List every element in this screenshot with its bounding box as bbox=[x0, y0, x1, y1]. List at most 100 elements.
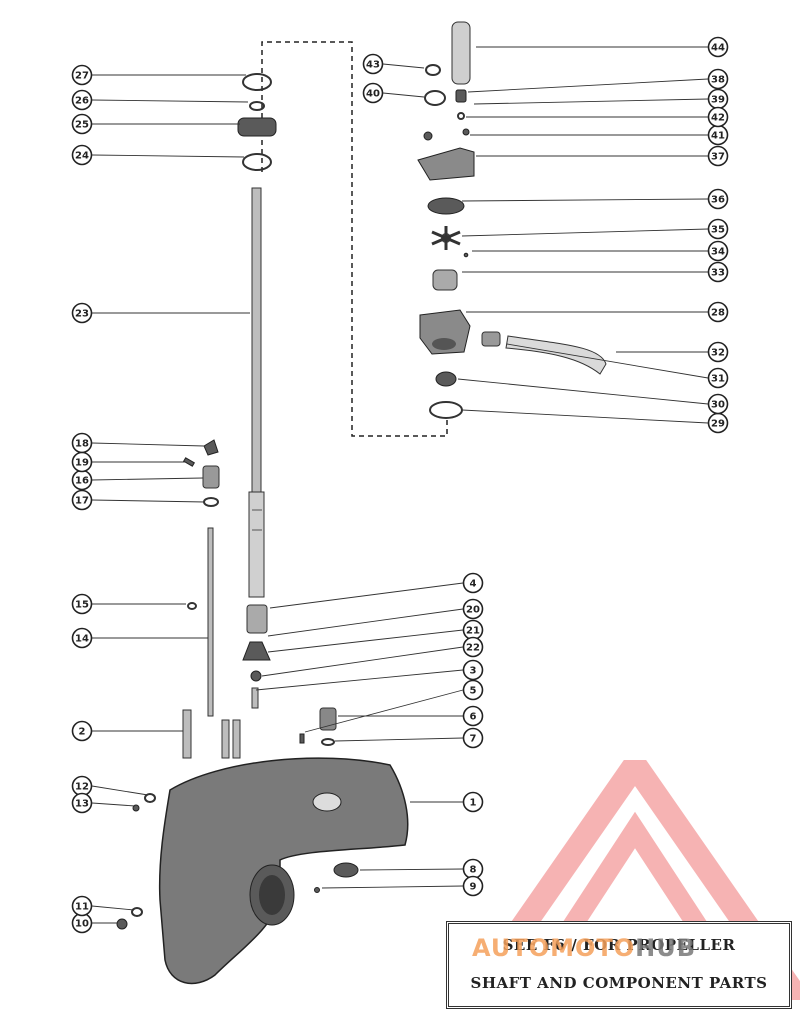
callout-21: 21 bbox=[462, 619, 484, 641]
callout-30: 30 bbox=[707, 393, 729, 415]
callout-number: 35 bbox=[711, 225, 725, 236]
leader-line-39 bbox=[473, 98, 709, 105]
callout-number: 27 bbox=[75, 71, 89, 82]
callout-number: 13 bbox=[75, 799, 89, 810]
impeller-35 bbox=[431, 226, 461, 250]
callout-number: 28 bbox=[711, 308, 725, 319]
water-tube-44 bbox=[451, 21, 471, 85]
leader-line-29 bbox=[461, 409, 709, 424]
callout-23: 23 bbox=[71, 302, 93, 324]
callout-9: 9 bbox=[462, 875, 484, 897]
callout-2: 2 bbox=[71, 720, 93, 742]
callout-number: 36 bbox=[711, 195, 725, 206]
watermark-text: AUTOMOTOHUB bbox=[472, 934, 696, 962]
seal-17 bbox=[203, 497, 219, 507]
insert-33 bbox=[432, 269, 458, 291]
callout-39: 39 bbox=[707, 88, 729, 110]
water-tube-32 bbox=[505, 335, 607, 375]
leader-line-24 bbox=[91, 154, 245, 158]
bearing-4 bbox=[246, 604, 268, 634]
callout-number: 44 bbox=[711, 43, 725, 54]
o-ring-29 bbox=[429, 401, 463, 419]
callout-number: 42 bbox=[711, 113, 725, 124]
callout-8: 8 bbox=[462, 858, 484, 880]
callout-18: 18 bbox=[71, 432, 93, 454]
watermark-text-part1: AUTOMOTO bbox=[472, 934, 636, 962]
gear-housing-1 bbox=[158, 757, 409, 985]
callout-number: 43 bbox=[366, 60, 380, 71]
part-19 bbox=[182, 457, 196, 467]
leader-line-31 bbox=[506, 343, 709, 379]
callout-15: 15 bbox=[71, 593, 93, 615]
callout-14: 14 bbox=[71, 627, 93, 649]
callout-number: 37 bbox=[711, 152, 725, 163]
callout-44: 44 bbox=[707, 36, 729, 58]
washer-7 bbox=[321, 738, 335, 746]
callout-34: 34 bbox=[707, 240, 729, 262]
seal-12 bbox=[144, 793, 156, 803]
callout-number: 38 bbox=[711, 75, 725, 86]
callout-7: 7 bbox=[462, 727, 484, 749]
leader-line-13 bbox=[91, 802, 136, 807]
face-plate-36 bbox=[427, 197, 465, 215]
callout-number: 30 bbox=[711, 400, 725, 411]
pin-a bbox=[221, 719, 230, 759]
leader-line-22 bbox=[261, 646, 464, 677]
leader-line-9 bbox=[321, 885, 464, 889]
screw-13 bbox=[132, 804, 140, 812]
callout-41: 41 bbox=[707, 124, 729, 146]
callout-number: 11 bbox=[75, 902, 89, 913]
callout-4: 4 bbox=[462, 572, 484, 594]
grommet-31 bbox=[481, 331, 501, 347]
leader-line-38 bbox=[467, 78, 709, 93]
callout-number: 15 bbox=[75, 600, 89, 611]
callout-40: 40 bbox=[362, 82, 384, 104]
leader-line-5 bbox=[304, 689, 464, 733]
part-38 bbox=[455, 89, 467, 103]
callout-number: 24 bbox=[75, 151, 89, 162]
callout-number: 33 bbox=[711, 268, 725, 279]
callout-32: 32 bbox=[707, 341, 729, 363]
callout-number: 1 bbox=[470, 798, 477, 809]
callout-12: 12 bbox=[71, 775, 93, 797]
callout-number: 3 bbox=[470, 666, 477, 677]
callout-20: 20 bbox=[462, 598, 484, 620]
callout-6: 6 bbox=[462, 705, 484, 727]
callout-number: 26 bbox=[75, 96, 89, 107]
callout-25: 25 bbox=[71, 113, 93, 135]
callout-number: 29 bbox=[711, 419, 725, 430]
callout-number: 40 bbox=[366, 89, 380, 100]
reference-note-box: SEE F6 / FOR PROPELLER SHAFT AND COMPONE… bbox=[446, 921, 792, 1009]
o-ring-24 bbox=[242, 153, 272, 171]
callout-number: 4 bbox=[470, 579, 477, 590]
callout-number: 21 bbox=[466, 626, 480, 637]
callout-35: 35 bbox=[707, 218, 729, 240]
seal-11 bbox=[131, 907, 143, 917]
part-42 bbox=[457, 112, 465, 120]
grommet-43 bbox=[425, 64, 441, 76]
o-ring-27 bbox=[242, 73, 272, 91]
leader-line-4 bbox=[269, 582, 464, 609]
callout-number: 18 bbox=[75, 439, 89, 450]
callout-number: 5 bbox=[470, 686, 477, 697]
leader-line-18 bbox=[91, 442, 205, 447]
key-34 bbox=[463, 252, 469, 258]
leader-line-20 bbox=[267, 608, 464, 637]
callout-number: 22 bbox=[466, 643, 480, 654]
callout-number: 12 bbox=[75, 782, 89, 793]
nut-a bbox=[423, 131, 433, 141]
leader-line-12 bbox=[91, 785, 149, 796]
leader-line-11 bbox=[91, 905, 135, 911]
leader-line-17 bbox=[91, 499, 206, 503]
callout-11: 11 bbox=[71, 895, 93, 917]
callout-27: 27 bbox=[71, 64, 93, 86]
callout-13: 13 bbox=[71, 792, 93, 814]
bushing-6 bbox=[319, 707, 337, 731]
callout-28: 28 bbox=[707, 301, 729, 323]
bolt-3 bbox=[251, 687, 259, 709]
leader-line-40 bbox=[382, 92, 425, 98]
nut-22 bbox=[250, 670, 262, 682]
callout-number: 8 bbox=[470, 865, 477, 876]
